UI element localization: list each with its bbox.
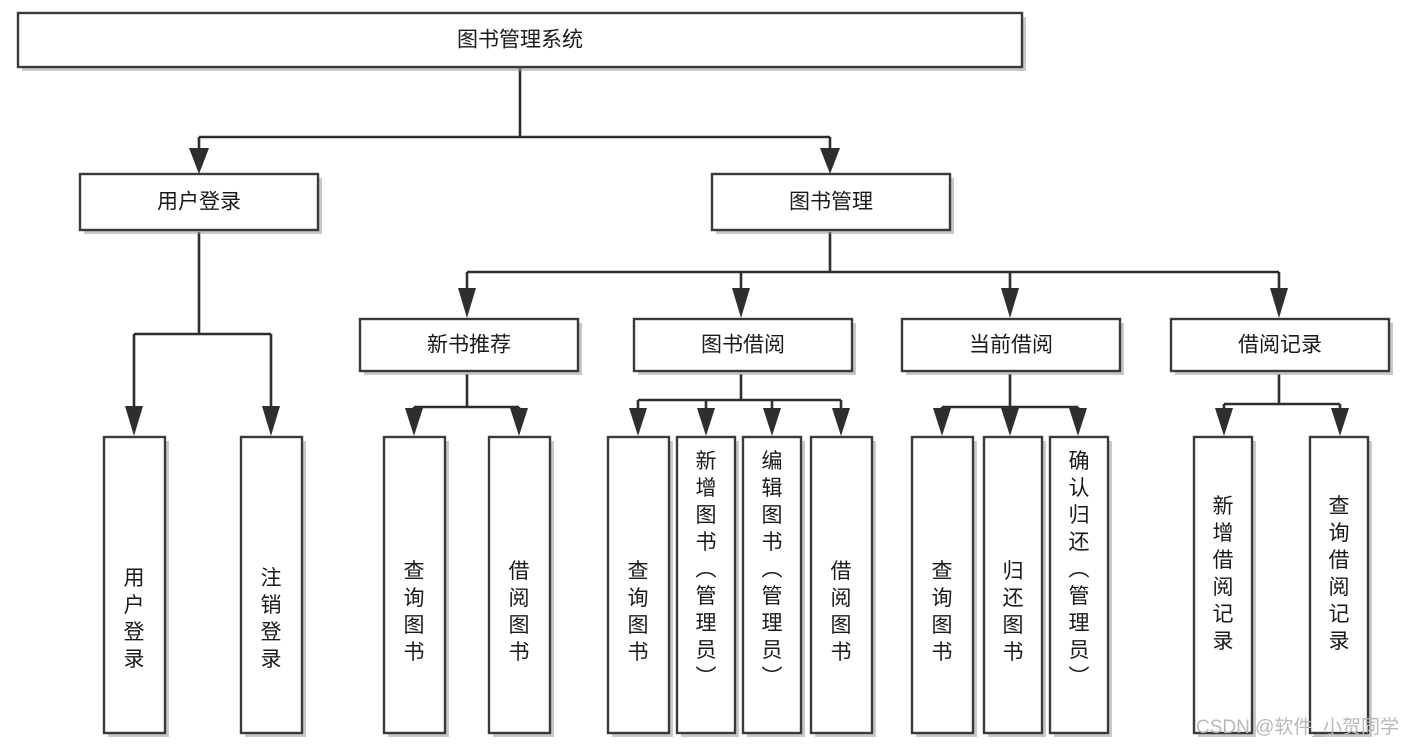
leaf-query-book-3[interactable]: 查询图书 [910, 435, 977, 737]
leaf-query-record[interactable]: 查询借阅记录 [1308, 435, 1372, 737]
arrow-leaf-user-logout [262, 406, 280, 436]
node-new-book-recommend[interactable]: 新书推荐 [358, 317, 582, 375]
leaf-borrow-book-2[interactable]: 借阅图书 [809, 435, 876, 737]
node-borrow-record-rect[interactable] [1169, 317, 1391, 373]
connector-group-borrow-record-children [1215, 374, 1349, 436]
leaf-edit-book[interactable]: 编辑图书︵管理员︶ [741, 435, 805, 737]
leaf-confirm-return-label: 确认归还︵管理员︶ [1069, 450, 1090, 689]
node-new-book-recommend-label: 新书推荐 [427, 334, 511, 357]
arrow-leaf-confirm-return [1069, 408, 1087, 436]
leaf-query-book-2[interactable]: 查询图书 [606, 435, 673, 737]
leaf-edit-book-label: 编辑图书︵管理员︶ [762, 450, 783, 689]
arrow-leaf-query-record [1331, 408, 1349, 436]
node-user-login[interactable]: 用户登录 [78, 172, 322, 234]
leaf-query-record-rect[interactable] [1308, 435, 1370, 735]
leaf-user-login[interactable]: 用户登录 [102, 435, 169, 737]
leaf-return-book[interactable]: 归还图书 [982, 435, 1046, 737]
arrow-leaf-query-book-1 [405, 408, 423, 436]
leaf-user-login-rect[interactable] [102, 435, 167, 735]
node-book-borrow-label: 图书借阅 [701, 334, 785, 357]
leaf-return-book-rect[interactable] [982, 435, 1044, 735]
leaf-query-book-2-rect[interactable] [606, 435, 671, 735]
arrow-to-book-management [820, 148, 840, 174]
arrow-leaf-edit-book [763, 408, 781, 436]
node-current-borrow-rect[interactable] [900, 317, 1122, 373]
arrow-leaf-borrow-book-2 [832, 408, 850, 436]
leaf-borrow-book-1-rect[interactable] [487, 435, 552, 735]
leaf-confirm-return-rect[interactable] [1048, 435, 1110, 735]
arrow-to-new-book-recommend [458, 288, 476, 318]
connector-group-book-management-children [458, 232, 1288, 318]
leaf-add-record[interactable]: 新增借阅记录 [1192, 435, 1256, 737]
arrow-leaf-user-login [125, 406, 143, 436]
leaf-confirm-return[interactable]: 确认归还︵管理员︶ [1048, 435, 1112, 737]
leaf-query-record-label: 查询借阅记录 [1329, 495, 1350, 653]
watermark-label: CSDN @软件_小贺同学 [1196, 716, 1399, 738]
leaf-add-record-label: 新增借阅记录 [1213, 495, 1234, 653]
connector-group-book-borrow-children [629, 374, 850, 436]
arrow-leaf-add-book [697, 408, 715, 436]
node-book-management-label: 图书管理 [789, 191, 873, 214]
node-book-borrow-rect[interactable] [632, 317, 854, 373]
arrow-to-book-borrow [732, 288, 750, 318]
connector-group-current-borrow-children [933, 374, 1087, 436]
arrow-to-user-login [189, 148, 209, 174]
node-book-management-rect[interactable] [710, 172, 952, 232]
leaf-query-book-1-rect[interactable] [382, 435, 447, 735]
leaf-borrow-book-1-label: 借阅图书 [509, 560, 530, 664]
connector-group-new-book-recommend-children [405, 374, 528, 436]
leaf-add-record-rect[interactable] [1192, 435, 1254, 735]
arrow-to-borrow-record [1270, 288, 1288, 318]
leaf-user-logout[interactable]: 注销登录 [239, 435, 306, 737]
leaf-query-book-1-label: 查询图书 [404, 560, 425, 664]
node-new-book-recommend-rect[interactable] [358, 317, 580, 373]
node-borrow-record-label: 借阅记录 [1238, 334, 1322, 357]
leaf-edit-book-rect[interactable] [741, 435, 803, 735]
arrow-leaf-return-book [1001, 408, 1019, 436]
leaf-query-book-3-rect[interactable] [910, 435, 975, 735]
node-book-borrow[interactable]: 图书借阅 [632, 317, 856, 375]
arrow-leaf-add-record [1215, 408, 1233, 436]
leaf-borrow-book-2-rect[interactable] [809, 435, 874, 735]
leaf-borrow-book-1[interactable]: 借阅图书 [487, 435, 554, 737]
node-root-label: 图书管理系统 [457, 29, 583, 52]
leaf-add-book[interactable]: 新增图书︵管理员︶ [675, 435, 739, 737]
arrow-leaf-borrow-book-1 [510, 408, 528, 436]
node-current-borrow-label: 当前借阅 [969, 334, 1053, 357]
leaf-user-login-label: 用户登录 [124, 567, 145, 671]
node-current-borrow[interactable]: 当前借阅 [900, 317, 1124, 375]
node-borrow-record[interactable]: 借阅记录 [1169, 317, 1393, 375]
leaf-query-book-1[interactable]: 查询图书 [382, 435, 449, 737]
leaf-user-logout-label: 注销登录 [261, 567, 282, 671]
arrow-leaf-query-book-2 [629, 408, 647, 436]
leaf-query-book-2-label: 查询图书 [628, 560, 649, 664]
leaf-user-logout-rect[interactable] [239, 435, 304, 735]
leaf-query-book-3-label: 查询图书 [932, 560, 953, 664]
node-root[interactable]: 图书管理系统 [16, 11, 1026, 71]
arrow-leaf-query-book-3 [933, 408, 951, 436]
connector-group-root-to-level2 [189, 68, 840, 174]
leaf-borrow-book-2-label: 借阅图书 [831, 560, 852, 664]
node-root-rect[interactable] [16, 11, 1024, 69]
connector-group-user-login-children [125, 232, 280, 436]
node-user-login-rect[interactable] [78, 172, 320, 232]
arrow-to-current-borrow [1001, 288, 1019, 318]
node-book-management[interactable]: 图书管理 [710, 172, 954, 234]
leaf-add-book-rect[interactable] [675, 435, 737, 735]
leaf-return-book-label: 归还图书 [1003, 560, 1024, 664]
node-user-login-label: 用户登录 [157, 191, 241, 214]
leaf-add-book-label: 新增图书︵管理员︶ [696, 450, 717, 689]
